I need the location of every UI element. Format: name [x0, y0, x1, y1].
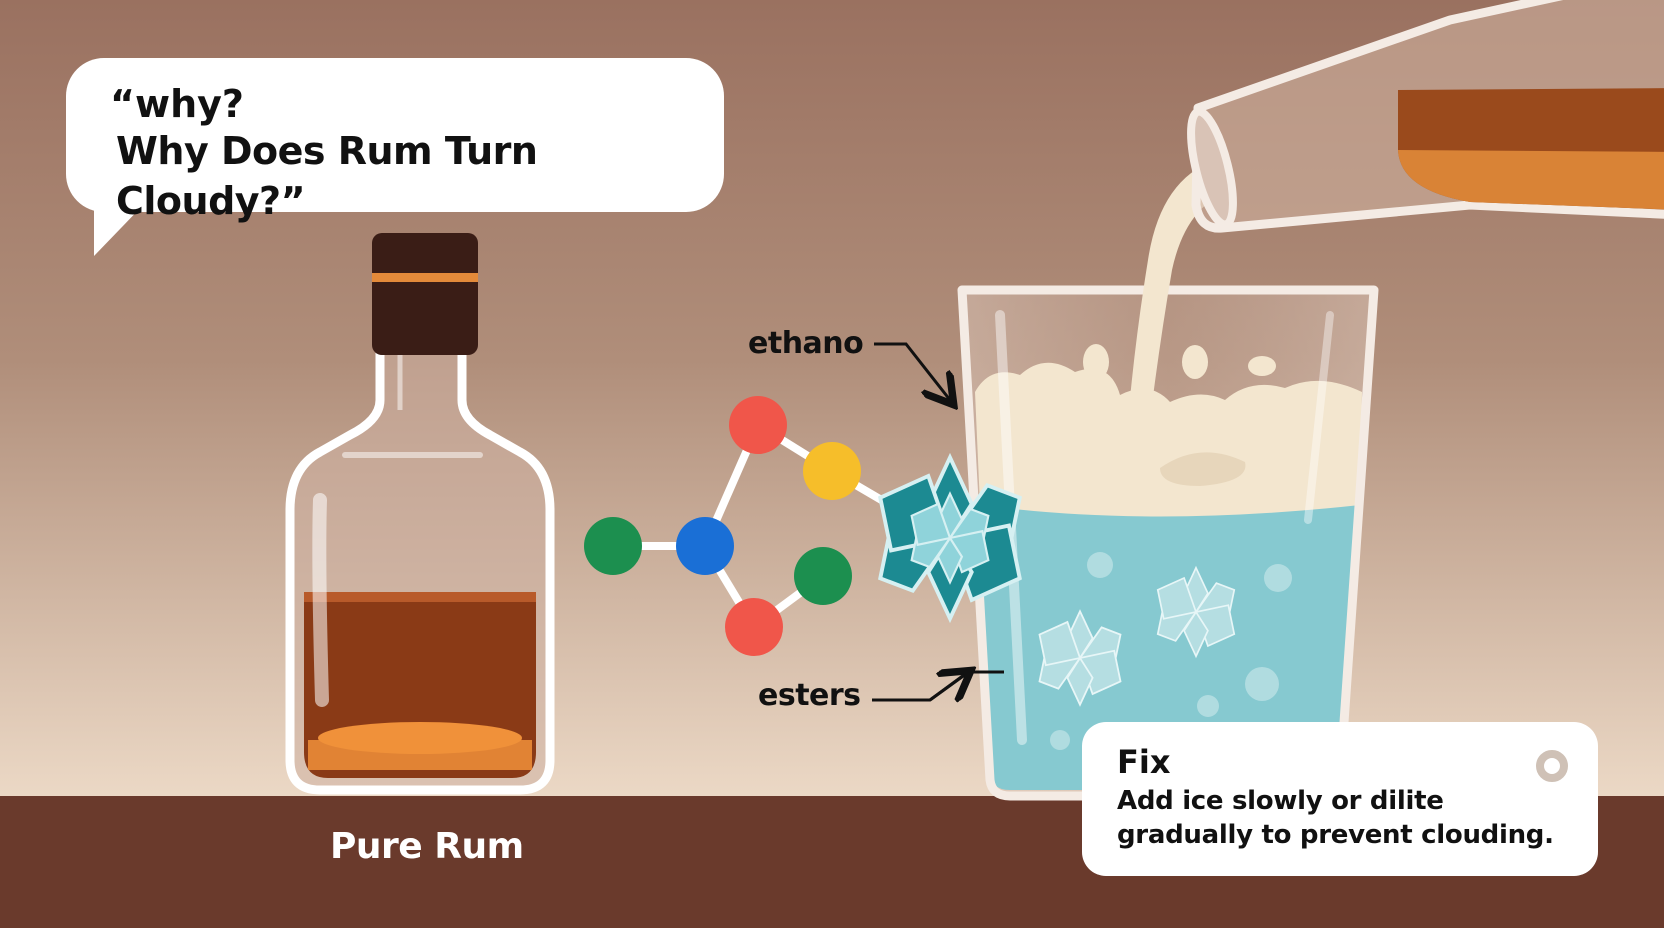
atom-green-right: [794, 547, 852, 605]
speech-bubble: “why? Why Does Rum Turn Cloudy?”: [66, 58, 724, 223]
bottle-cap-band: [372, 273, 478, 282]
atom-blue-center: [676, 517, 734, 575]
bottle-cap: [372, 233, 478, 355]
drinking-glass: [957, 285, 1379, 801]
ester-molecule: [584, 396, 893, 656]
pouring-bottle: [1128, 0, 1664, 420]
fix-card-line-1: Add ice slowly or dilite: [1117, 786, 1444, 816]
pour-stream: [1128, 160, 1232, 420]
foam: [975, 362, 1362, 517]
pure-rum-label: Pure Rum: [330, 826, 524, 867]
speech-bubble-line-1: “why?: [110, 82, 244, 126]
fix-card-ring-icon: [1536, 750, 1568, 782]
rum-bottle: [285, 233, 555, 795]
ethanol-label: ethano: [748, 326, 864, 361]
cloudy-water: [980, 498, 1360, 790]
fix-card-line-2: gradually to prevent clouding.: [1117, 820, 1554, 850]
ethanol-arrow: [874, 342, 950, 400]
speech-bubble-title: Why Does Rum Turn Cloudy?”: [116, 129, 538, 223]
atom-red-bottom: [725, 598, 783, 656]
atom-red-top: [729, 396, 787, 454]
bottle-mouth: [1187, 107, 1237, 229]
fix-card-title: Fix: [1117, 743, 1171, 781]
atom-yellow: [803, 442, 861, 500]
atom-green-left: [584, 517, 642, 575]
esters-label: esters: [758, 678, 861, 713]
fix-card: Fix Add ice slowly or dilite gradually t…: [1082, 722, 1598, 876]
